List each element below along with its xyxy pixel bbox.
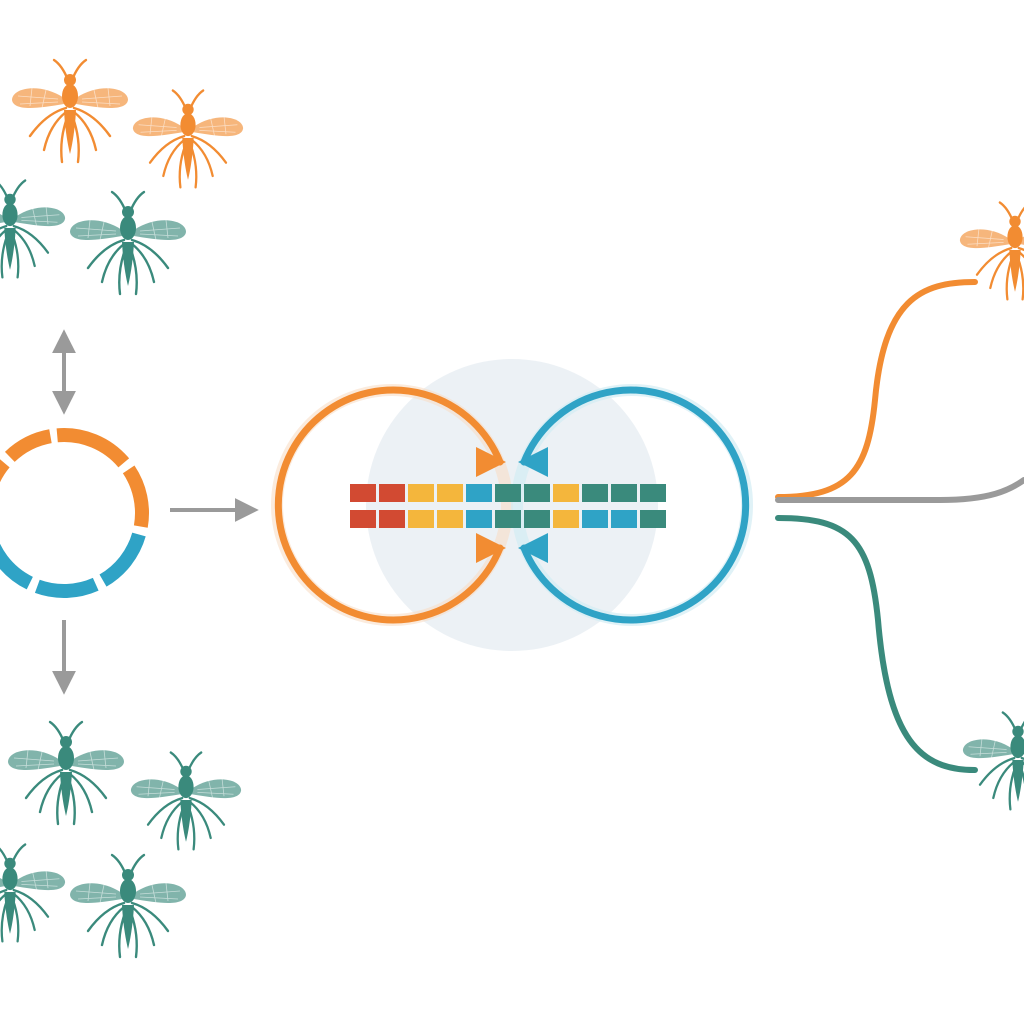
ring-segment [0,459,10,483]
sequence-cell [640,510,666,528]
sequence-cell [495,484,521,502]
teal-mosquito-right [961,711,1024,811]
sequence-cell [350,484,376,502]
teal-mosquito-3 [6,720,126,826]
ring-segment [56,428,130,468]
orange-mosquito-2 [131,89,245,189]
segmented-ring-icon [0,428,149,598]
orange-loop-arrow [274,386,504,624]
teal-mosquito-5 [0,843,67,943]
teal-mosquito-1 [0,179,67,279]
teal-branch [775,515,978,773]
orange-mosquito-1 [10,58,130,164]
gray-branch [775,477,1024,504]
sequence-cell [437,484,463,502]
ring-segment [122,465,149,528]
ring-segment [4,429,52,463]
sequence-cell [466,484,492,502]
sequence-cell [350,510,376,528]
sequence-cell [611,510,637,528]
sequence-cell [524,510,550,528]
ring-segment [99,532,146,587]
ring-segment [0,543,34,590]
sequence-cell [640,484,666,502]
sequence-cell [524,484,550,502]
sequence-cell [495,510,521,528]
teal-mosquito-4 [129,751,243,851]
sequence-cell [582,484,608,502]
teal-mosquito-6 [68,853,188,959]
teal-mosquito-2 [68,190,188,296]
sequence-cell [437,510,463,528]
sequence-cell [553,484,579,502]
blue-loop-arrow [520,386,750,624]
sequence-cell [408,484,434,502]
sequence-bars [350,484,666,528]
sequence-cell [611,484,637,502]
sequence-cell [553,510,579,528]
sequence-cell [408,510,434,528]
sequence-cell [379,510,405,528]
right-insect-group [958,201,1024,811]
ring-segment [34,577,99,598]
double-loop-arrows-icon [271,384,753,626]
sequence-cell [466,510,492,528]
sequence-cell [582,510,608,528]
sequence-cell [379,484,405,502]
orange-branch [775,279,978,500]
branch-lines [775,279,1024,773]
